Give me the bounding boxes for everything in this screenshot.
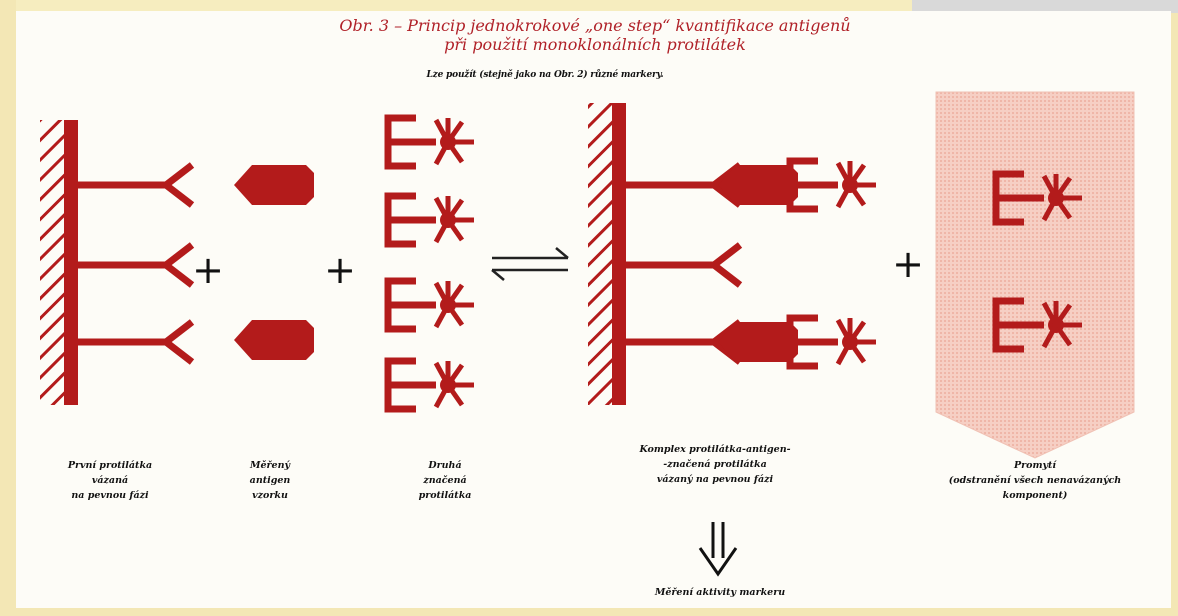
plus-sign-1: + xyxy=(192,248,224,292)
capture-antibody-3 xyxy=(78,322,192,362)
right-border xyxy=(1171,0,1178,616)
wash-box xyxy=(935,91,1135,459)
label-measurement: Měření aktivity markeru xyxy=(654,587,786,598)
complex-labeled-antibody-2 xyxy=(790,318,876,366)
down-arrow-icon xyxy=(698,522,738,577)
labeled-antibody-3 xyxy=(388,281,474,329)
capture-antibody-1 xyxy=(78,165,192,205)
complex-labeled-antibody-1 xyxy=(790,161,876,209)
labeled-antibody-1 xyxy=(388,118,474,166)
solid-phase-left xyxy=(40,120,78,405)
antigen-2 xyxy=(234,320,314,360)
figure-subtitle: Lze použít (stejně jako na Obr. 2) různé… xyxy=(426,70,664,80)
labeled-antibody-2 xyxy=(388,196,474,244)
antigen-1 xyxy=(234,165,314,205)
capture-antibody-2 xyxy=(78,245,192,285)
plus-sign-3: + xyxy=(892,242,924,286)
complex-capture-antibody-2 xyxy=(626,245,740,285)
title-line-1: Obr. 3 – Princip jednokrokové „one step“… xyxy=(339,16,851,35)
bottom-border xyxy=(0,608,1178,616)
solid-phase-right xyxy=(588,103,626,405)
top-border xyxy=(0,0,1178,11)
figure-title: Obr. 3 – Princip jednokrokové „one step“… xyxy=(300,16,890,54)
plus-sign-2: + xyxy=(324,248,356,292)
label-first-antibody: První protilátka vázaná na pevnou fázi xyxy=(67,460,153,501)
label-wash: Promytí (odstranění všech nenavázaných k… xyxy=(948,460,1122,501)
label-complex: Komplex protilátka-antigen- -značená pro… xyxy=(639,444,791,485)
title-line-2: při použití monoklonálních protilátek xyxy=(444,35,746,54)
left-border xyxy=(0,0,16,616)
label-measured-antigen: Měřený antigen vzorku xyxy=(249,460,291,501)
corner-gray-box xyxy=(912,0,1178,13)
equilibrium-arrow xyxy=(491,247,569,281)
labeled-antibody-4 xyxy=(388,361,474,409)
label-second-antibody: Druhá značená protilátka xyxy=(418,460,472,501)
